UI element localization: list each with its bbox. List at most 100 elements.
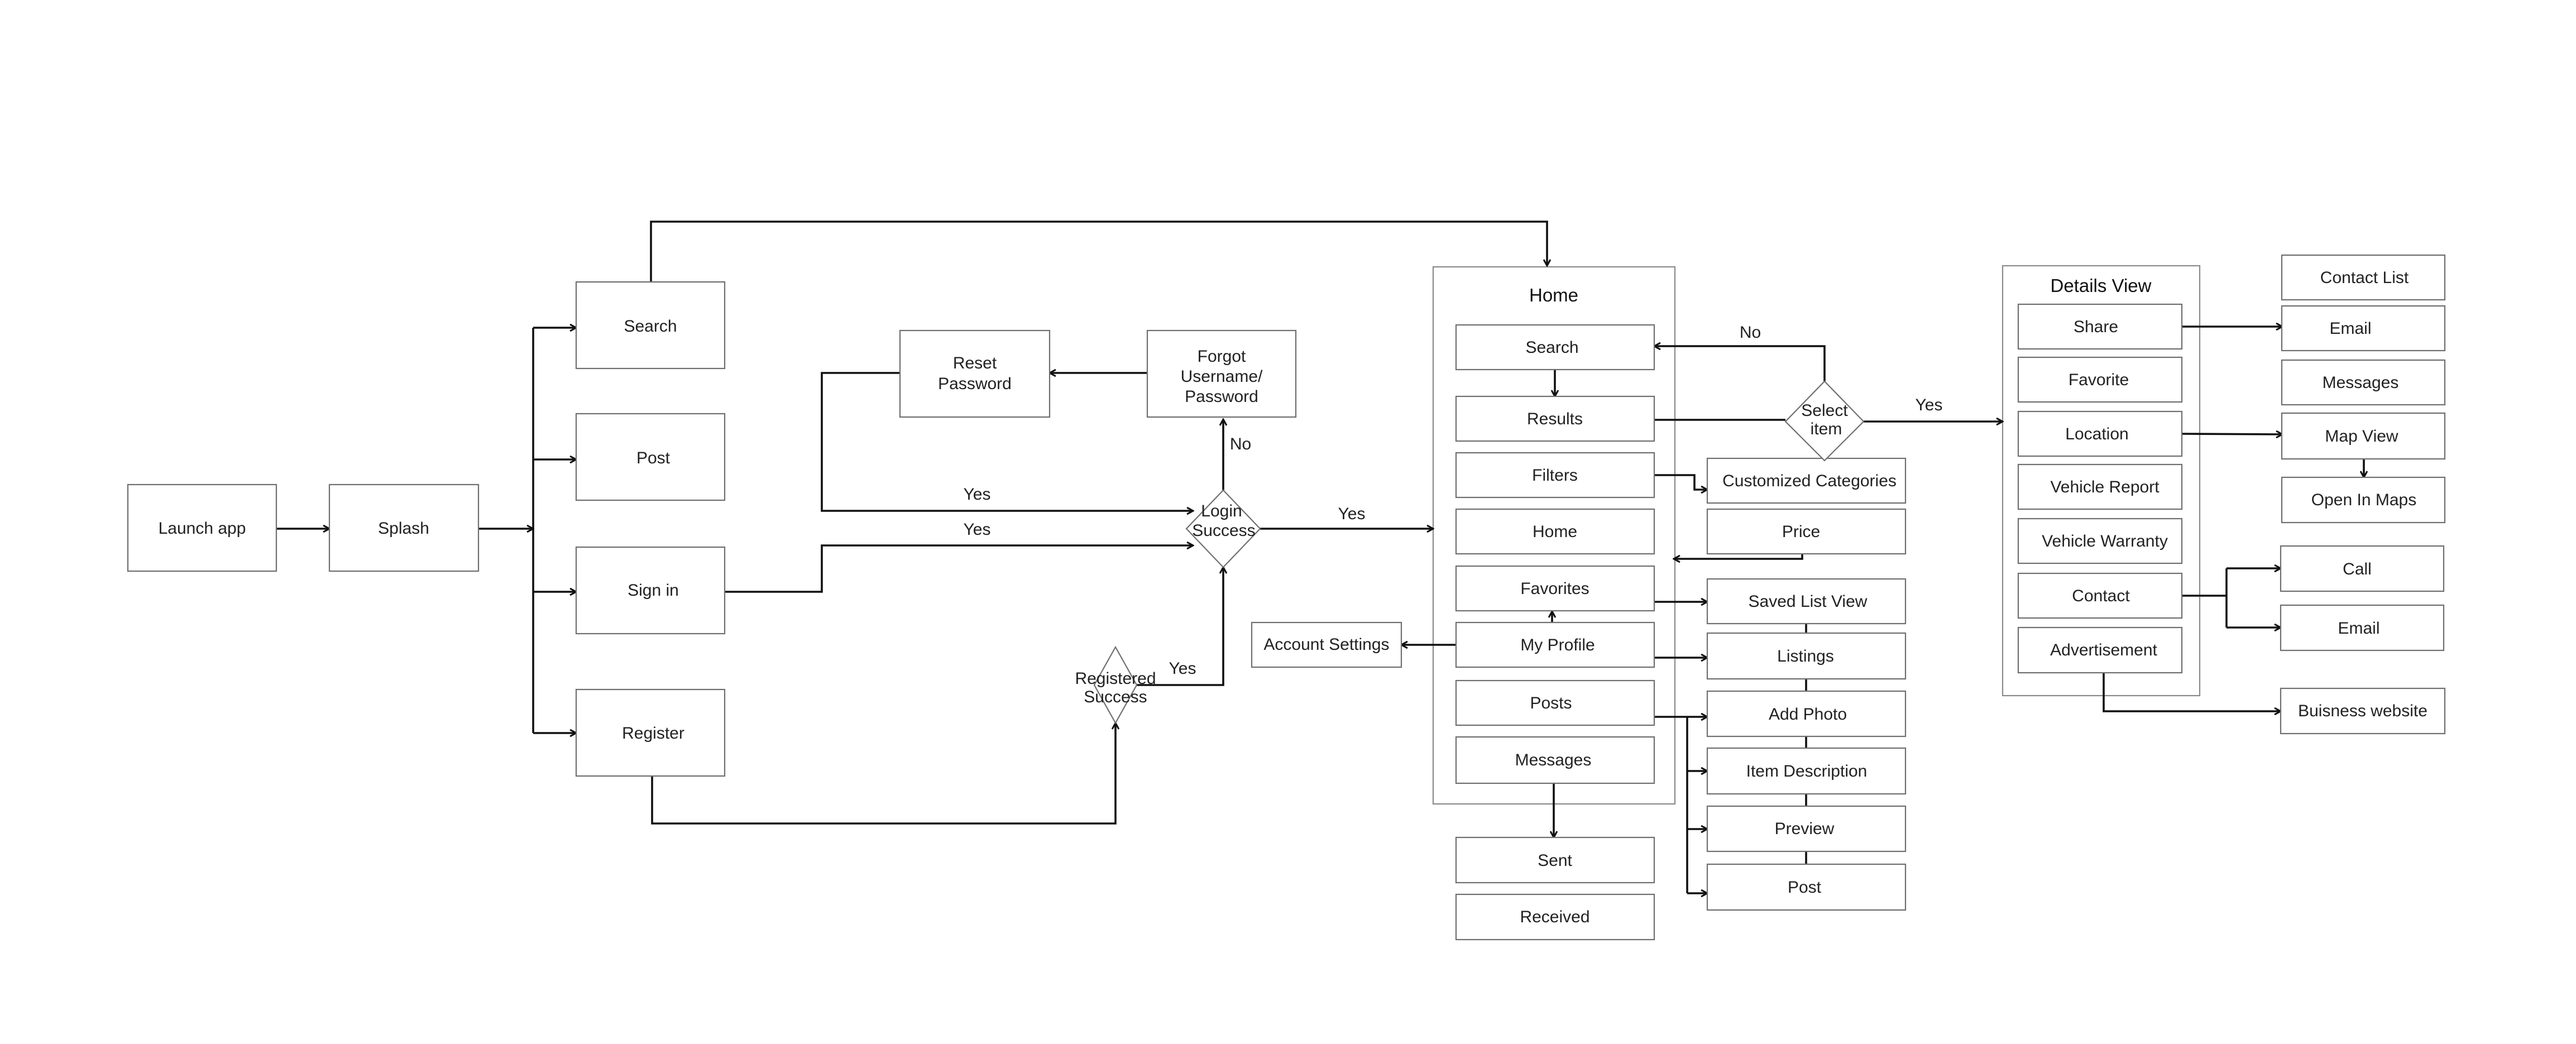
- node-post-action[interactable]: Post: [1706, 863, 1907, 911]
- node-vehicle-warranty-label: Vehicle Warranty: [2042, 532, 2168, 550]
- node-home-home[interactable]: Home: [1455, 508, 1655, 555]
- node-vehicle-report[interactable]: Vehicle Report: [2017, 463, 2183, 510]
- node-search-label: Search: [624, 317, 677, 336]
- node-received[interactable]: Received: [1455, 893, 1655, 941]
- node-register-label: Register: [622, 724, 684, 743]
- node-listings[interactable]: Listings: [1706, 632, 1907, 680]
- node-share[interactable]: Share: [2017, 303, 2183, 350]
- node-select-item[interactable]: Select item: [1784, 380, 1865, 462]
- node-reset-password[interactable]: Reset Password: [899, 329, 1051, 418]
- node-home-search-label: Search: [1525, 338, 1578, 357]
- node-sign-in-label: Sign in: [628, 581, 679, 600]
- node-contact-list[interactable]: Contact List: [2281, 254, 2446, 301]
- node-home-posts[interactable]: Posts: [1455, 679, 1655, 726]
- node-map-view[interactable]: Map View: [2281, 412, 2446, 460]
- node-item-description-label: Item Description: [1746, 762, 1868, 780]
- node-add-photo-label: Add Photo: [1769, 705, 1847, 724]
- node-home-favorites[interactable]: Favorites: [1455, 565, 1655, 612]
- node-email-share-label: Email: [2329, 319, 2371, 338]
- node-messages-share[interactable]: Messages: [2281, 359, 2446, 406]
- edge-registered-to-login: [1137, 567, 1223, 686]
- node-business-website-label: Buisness website: [2298, 702, 2427, 720]
- node-splash-label: Splash: [378, 519, 429, 538]
- node-home-search[interactable]: Search: [1455, 324, 1655, 371]
- node-customized-categories[interactable]: Customized Categories: [1706, 457, 1907, 504]
- node-home-posts-label: Posts: [1530, 694, 1572, 712]
- edge-signin-to-login: [725, 545, 1193, 593]
- node-contact-label: Contact: [2072, 587, 2130, 605]
- node-home-messages-label: Messages: [1515, 751, 1592, 769]
- node-saved-list-view[interactable]: Saved List View: [1706, 578, 1907, 625]
- node-home-results[interactable]: Results: [1455, 395, 1655, 442]
- edge-price-to-home: [1674, 554, 1803, 559]
- node-location[interactable]: Location: [2017, 410, 2183, 457]
- edge-select-to-search: [1654, 346, 1826, 381]
- node-registered-success-line1: Registered: [1075, 669, 1156, 688]
- node-home-my-profile-label: My Profile: [1520, 636, 1595, 654]
- node-home-filters[interactable]: Filters: [1455, 452, 1655, 499]
- node-sign-in[interactable]: Sign in: [575, 546, 726, 635]
- node-splash[interactable]: Splash: [328, 483, 480, 572]
- node-reset-password-line1: Reset: [953, 354, 997, 372]
- node-launch-app[interactable]: Launch app: [127, 483, 277, 572]
- node-open-in-maps[interactable]: Open In Maps: [2281, 476, 2446, 524]
- node-search[interactable]: Search: [575, 281, 726, 370]
- edge-search-to-home: [650, 221, 1547, 282]
- node-messages-share-label: Messages: [2323, 373, 2399, 392]
- home-group-title: Home: [1529, 285, 1578, 305]
- node-registered-success[interactable]: Registered Success: [1075, 645, 1156, 725]
- edge-advertisement-to-website: [2103, 673, 2281, 711]
- node-home-my-profile[interactable]: My Profile: [1455, 621, 1655, 668]
- details-view-group-title: Details View: [2051, 275, 2152, 296]
- node-home-messages[interactable]: Messages: [1455, 736, 1655, 784]
- node-account-settings[interactable]: Account Settings: [1251, 621, 1402, 668]
- node-home-filters-label: Filters: [1532, 466, 1578, 485]
- edge-label-registered-yes: Yes: [1169, 659, 1196, 678]
- node-post-label: Post: [636, 449, 671, 467]
- node-forgot-password-line3: Password: [1185, 387, 1258, 406]
- node-call[interactable]: Call: [2280, 545, 2445, 592]
- node-favorite-label: Favorite: [2069, 371, 2129, 389]
- node-favorite[interactable]: Favorite: [2017, 356, 2183, 403]
- node-email-contact-label: Email: [2338, 619, 2379, 638]
- node-vehicle-report-label: Vehicle Report: [2050, 478, 2160, 496]
- node-preview[interactable]: Preview: [1706, 805, 1907, 853]
- node-register[interactable]: Register: [575, 688, 726, 777]
- edge-label-select-yes: Yes: [1916, 396, 1943, 414]
- node-business-website[interactable]: Buisness website: [2280, 687, 2446, 735]
- node-contact-list-label: Contact List: [2320, 269, 2409, 287]
- node-registered-success-line2: Success: [1084, 688, 1147, 706]
- node-add-photo[interactable]: Add Photo: [1706, 690, 1907, 737]
- edge-filters-to-categories: [1654, 474, 1707, 490]
- node-post-action-label: Post: [1788, 878, 1822, 897]
- node-home-home-label: Home: [1533, 523, 1577, 541]
- node-advertisement[interactable]: Advertisement: [2017, 626, 2183, 674]
- node-home-favorites-label: Favorites: [1520, 580, 1589, 598]
- node-home-results-label: Results: [1527, 410, 1583, 428]
- node-customized-categories-label: Customized Categories: [1722, 472, 1897, 490]
- node-saved-list-view-label: Saved List View: [1749, 592, 1868, 611]
- edge-register-to-registered: [651, 723, 1115, 825]
- node-sent-label: Sent: [1538, 851, 1572, 870]
- node-select-item-line2: item: [1811, 420, 1842, 438]
- node-email-share[interactable]: Email: [2281, 305, 2446, 352]
- node-item-description[interactable]: Item Description: [1706, 747, 1907, 795]
- node-post[interactable]: Post: [575, 413, 726, 501]
- node-share-label: Share: [2074, 318, 2118, 336]
- node-advertisement-label: Advertisement: [2050, 641, 2157, 659]
- node-login-success[interactable]: Login Success: [1185, 489, 1261, 568]
- node-vehicle-warranty[interactable]: Vehicle Warranty: [2017, 518, 2183, 564]
- node-forgot-password[interactable]: Forgot Username/ Password: [1146, 329, 1297, 418]
- node-listings-label: Listings: [1777, 647, 1834, 665]
- node-sent[interactable]: Sent: [1455, 836, 1655, 884]
- node-contact[interactable]: Contact: [2017, 572, 2183, 619]
- node-email-contact[interactable]: Email: [2280, 604, 2445, 652]
- node-account-settings-label: Account Settings: [1263, 635, 1389, 654]
- edge-label-login-yes: Yes: [1338, 505, 1366, 523]
- node-call-label: Call: [2343, 560, 2372, 578]
- node-price[interactable]: Price: [1706, 508, 1907, 555]
- node-login-success-line1: Login: [1201, 502, 1242, 520]
- node-launch-app-label: Launch app: [159, 519, 246, 538]
- node-location-label: Location: [2065, 425, 2128, 443]
